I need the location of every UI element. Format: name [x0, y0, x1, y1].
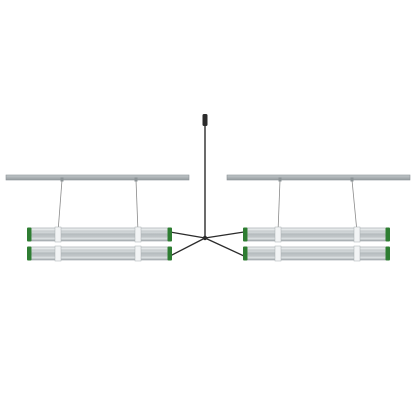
end-cap	[243, 227, 248, 242]
hanging-rail-left	[5, 174, 190, 233]
mounting-clip	[134, 226, 142, 243]
light-fixture-right-bottom	[243, 245, 390, 262]
mounting-clip	[134, 245, 142, 262]
light-fixtures	[27, 226, 390, 262]
mounting-clip	[353, 226, 361, 243]
hanging-rail-right	[226, 174, 411, 233]
end-cap	[385, 227, 390, 242]
end-cap	[167, 227, 172, 242]
power-cable	[169, 114, 245, 257]
light-fixture-left-top	[27, 226, 172, 243]
mounting-clip	[54, 226, 62, 243]
mounting-clip	[274, 245, 282, 262]
light-fixture-right-top	[243, 226, 390, 243]
mounting-clip	[54, 245, 62, 262]
end-cap	[27, 246, 32, 261]
end-cap	[167, 246, 172, 261]
end-cap	[27, 227, 32, 242]
mounting-clip	[274, 226, 282, 243]
light-fixture-left-bottom	[27, 245, 172, 262]
end-cap	[385, 246, 390, 261]
end-cap	[243, 246, 248, 261]
mounting-clip	[353, 245, 361, 262]
